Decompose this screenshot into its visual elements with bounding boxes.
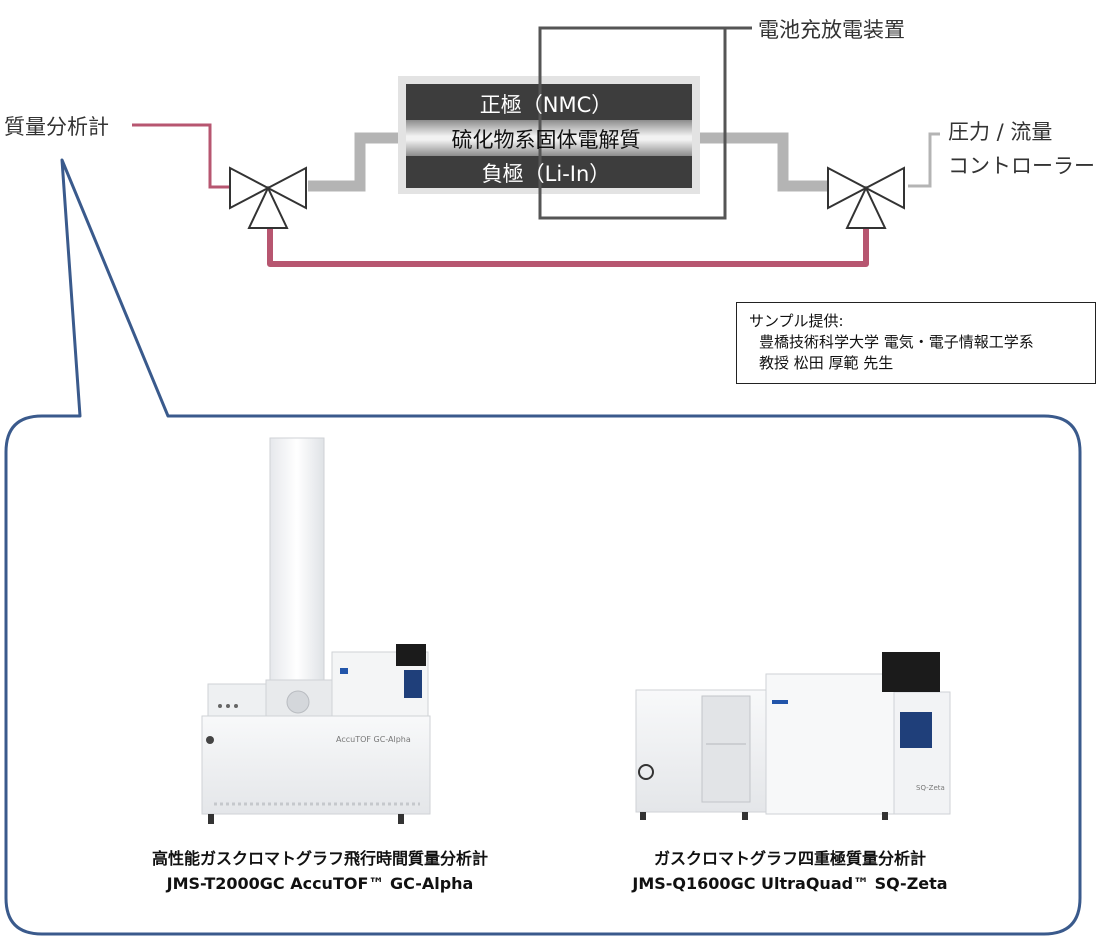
ms-connector-line — [132, 123, 230, 189]
instrument-1-model: JMS-T2000GC AccuTOF™ GC-Alpha — [166, 874, 474, 893]
pressure-connector-line — [908, 132, 940, 188]
gc-tof-ms-image: AccuTOF GC-Alpha — [201, 437, 431, 824]
anode-label: 負極（Li-In） — [481, 162, 611, 186]
gc-quad-ms-image: SQ-Zeta — [635, 652, 951, 820]
cathode-label: 正極（NMC） — [479, 93, 613, 117]
electrolyte-label: 硫化物系固体電解質 — [451, 128, 641, 152]
instrument-2-caption: ガスクロマトグラフ四重極質量分析計 JMS-Q1600GC UltraQuad™… — [540, 846, 1040, 896]
battery-cell — [398, 76, 727, 194]
sample-credit-line1: サンプル提供: — [749, 312, 844, 330]
return-line — [267, 228, 869, 267]
sample-credit-line2: 豊橋技術科学大学 電気・電子情報工学系 — [759, 333, 1034, 351]
sample-credit-line3: 教授 松田 厚範 先生 — [759, 354, 894, 372]
instrument-2-model: JMS-Q1600GC UltraQuad™ SQ-Zeta — [632, 874, 948, 893]
pipe-right — [690, 132, 830, 192]
valve-left[interactable] — [229, 166, 307, 229]
pressure-flow-label: 圧力 / 流量 — [948, 120, 1053, 144]
callout-bubble — [4, 158, 1082, 936]
svg-text:AccuTOF GC-Alpha: AccuTOF GC-Alpha — [336, 735, 411, 744]
valve-right[interactable] — [827, 166, 905, 229]
sample-credit-box: サンプル提供: 豊橋技術科学大学 電気・電子情報工学系 教授 松田 厚範 先生 — [736, 302, 1096, 384]
svg-text:SQ-Zeta: SQ-Zeta — [916, 784, 945, 792]
pipe-left — [308, 132, 402, 192]
mass-spectrometer-label: 質量分析計 — [4, 115, 109, 139]
instrument-2-name: ガスクロマトグラフ四重極質量分析計 — [653, 849, 926, 868]
charger-wire — [538, 26, 752, 220]
battery-charger-label: 電池充放電装置 — [758, 18, 905, 42]
instrument-1-caption: 高性能ガスクロマトグラフ飛行時間質量分析計 JMS-T2000GC AccuTO… — [60, 846, 580, 896]
controller-label: コントローラー — [948, 154, 1095, 178]
instrument-1-name: 高性能ガスクロマトグラフ飛行時間質量分析計 — [151, 849, 488, 868]
